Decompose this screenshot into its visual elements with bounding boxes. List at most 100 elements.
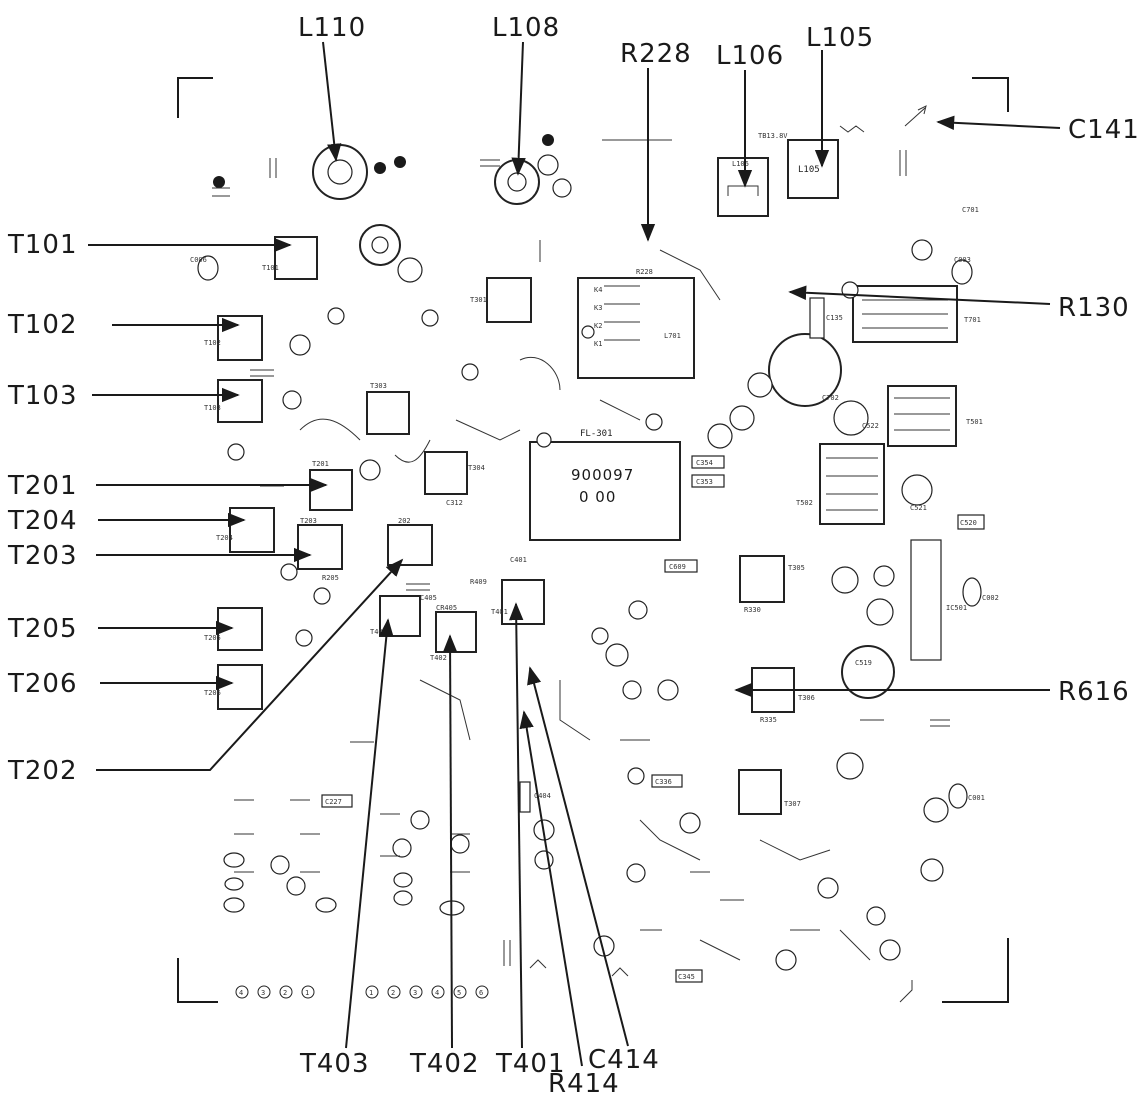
svg-text:T101: T101: [262, 264, 279, 272]
t307-can: [738, 769, 782, 815]
leader-c141: [936, 115, 1061, 130]
transformer-t502: [819, 443, 885, 525]
svg-text:3: 3: [261, 989, 265, 997]
svg-text:0 00: 0 00: [579, 488, 616, 506]
ic501-outline: [910, 539, 942, 661]
svg-text:C404: C404: [534, 792, 551, 800]
leader-t402: [442, 634, 458, 1049]
callout-r130: R130: [1058, 293, 1130, 323]
callout-t101: T101: [7, 230, 78, 260]
connector-left: 4 3 2 1: [235, 985, 315, 999]
svg-text:4: 4: [435, 989, 439, 997]
svg-text:C003: C003: [954, 256, 971, 264]
svg-text:T201: T201: [312, 460, 329, 468]
callout-l105: L105: [806, 23, 874, 53]
svg-text:C354: C354: [696, 459, 713, 467]
callout-leaders: [88, 41, 1061, 1067]
callout-t403: T403: [299, 1049, 370, 1079]
capacitor-c519: [841, 645, 895, 699]
svg-text:T304: T304: [468, 464, 485, 472]
svg-text:6: 6: [479, 989, 483, 997]
svg-text:C135: C135: [826, 314, 843, 322]
t301-can: [486, 277, 532, 323]
relay-block: [577, 277, 695, 379]
svg-text:T307: T307: [784, 800, 801, 808]
svg-text:C353: C353: [696, 478, 713, 486]
t101-can: [274, 236, 318, 280]
svg-text:IC501: IC501: [946, 604, 967, 612]
t102-can: [217, 315, 263, 361]
svg-text:C609: C609: [669, 563, 686, 571]
callout-t206: T206: [7, 669, 78, 699]
svg-text:CR405: CR405: [436, 604, 457, 612]
leader-t401: [509, 602, 524, 1049]
svg-text:FL-301: FL-301: [580, 429, 613, 439]
t401-can: [501, 579, 545, 625]
svg-text:C001: C001: [968, 794, 985, 802]
svg-text:1: 1: [369, 989, 373, 997]
callout-c414: C414: [588, 1045, 660, 1075]
capacitor-c702: [768, 333, 842, 407]
callout-l106: L106: [716, 41, 784, 71]
svg-text:T305: T305: [788, 564, 805, 572]
svg-text:TB13.8V: TB13.8V: [758, 132, 788, 140]
t103-can: [217, 379, 263, 423]
svg-text:T203: T203: [300, 517, 317, 525]
callout-l110: L110: [298, 13, 366, 43]
svg-text:202: 202: [398, 517, 411, 525]
svg-text:4: 4: [239, 989, 243, 997]
svg-text:K3: K3: [594, 304, 602, 312]
callout-t204: T204: [7, 506, 78, 536]
leader-c414: [527, 666, 629, 1047]
callout-labels: L110 L108 R228 L106 L105 C141 T101 T102 …: [7, 13, 1139, 1099]
svg-text:C312: C312: [446, 499, 463, 507]
svg-text:K1: K1: [594, 340, 602, 348]
svg-text:K4: K4: [594, 286, 602, 294]
t206-can: [217, 664, 263, 710]
svg-text:T402: T402: [430, 654, 447, 662]
svg-text:T306: T306: [798, 694, 815, 702]
svg-text:C522: C522: [862, 422, 879, 430]
svg-text:C521: C521: [910, 504, 927, 512]
svg-text:T206: T206: [204, 689, 221, 697]
svg-text:R228: R228: [636, 268, 653, 276]
svg-text:T102: T102: [204, 339, 221, 347]
svg-text:C002: C002: [982, 594, 999, 602]
t305-can: [739, 555, 785, 603]
transformer-t501: [887, 385, 957, 447]
svg-text:T205: T205: [204, 634, 221, 642]
board-components: L106 L105 TB13.8V K4 K3 K2 K1 R228 L701 …: [190, 105, 999, 983]
svg-text:C227: C227: [325, 798, 342, 806]
leader-r130: [788, 285, 1051, 305]
svg-text:C520: C520: [960, 519, 977, 527]
svg-text:R330: R330: [744, 606, 761, 614]
t203-can: [297, 524, 343, 570]
leader-l110: [322, 41, 342, 162]
svg-text:C701: C701: [962, 206, 979, 214]
svg-text:R335: R335: [760, 716, 777, 724]
svg-text:T301: T301: [470, 296, 487, 304]
callout-t103: T103: [7, 381, 78, 411]
callout-r228: R228: [620, 39, 692, 69]
svg-text:2: 2: [283, 989, 287, 997]
callout-t102: T102: [7, 310, 78, 340]
svg-text:C702: C702: [822, 394, 839, 402]
leader-l108: [511, 41, 526, 176]
leader-t202: [96, 558, 404, 771]
svg-text:C405: C405: [420, 594, 437, 602]
callout-t203: T203: [7, 541, 78, 571]
svg-text:L105: L105: [798, 165, 820, 175]
crystal-filter-fl301: [529, 441, 681, 541]
callout-t402: T402: [409, 1049, 480, 1079]
svg-text:C336: C336: [655, 778, 672, 786]
bottom-connector-pads: 4 3 2 1 1 2 3 4 5 6: [235, 985, 489, 999]
svg-text:T501: T501: [966, 418, 983, 426]
svg-text:R205: R205: [322, 574, 339, 582]
callout-t202: T202: [7, 756, 78, 786]
svg-text:C006: C006: [190, 256, 207, 264]
svg-text:T701: T701: [964, 316, 981, 324]
t201-can: [309, 469, 353, 511]
svg-text:900097: 900097: [571, 466, 634, 484]
svg-text:2: 2: [391, 989, 395, 997]
